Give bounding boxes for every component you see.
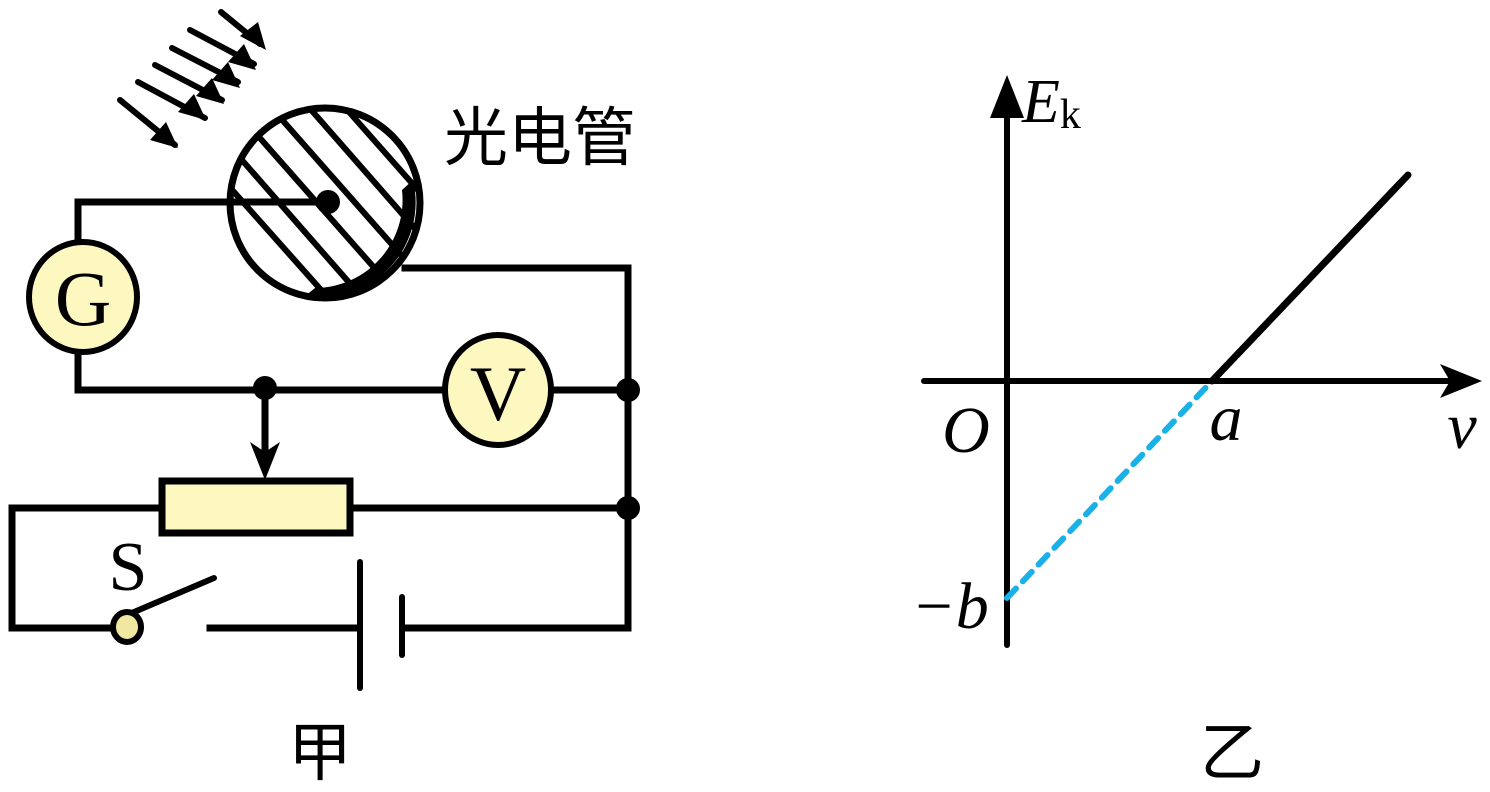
y-intercept-label: −b [911, 570, 989, 643]
galvanometer: G [26, 239, 140, 355]
voltmeter: V [442, 332, 554, 448]
switch-pivot [110, 609, 144, 645]
origin-label: O [942, 394, 990, 467]
circuit-diagram: G V S 光电管 甲 [8, 9, 640, 789]
voltmeter-label: V [470, 350, 526, 437]
x-intercept-label: a [1210, 382, 1243, 455]
switch-label: S [109, 529, 148, 606]
y-axis-label: Ek [1021, 68, 1081, 138]
rheostat [158, 477, 354, 537]
galvanometer-label: G [55, 255, 111, 342]
y-axis-label-main: E [1021, 68, 1060, 136]
light-ray-arrow [117, 97, 178, 148]
light-ray-arrow [187, 27, 257, 70]
ek-line-extension [1004, 378, 1215, 601]
phototube [226, 104, 424, 302]
phototube-label: 光电管 [444, 103, 636, 174]
junction-dot [253, 376, 277, 400]
junction-dot [616, 496, 640, 520]
light-ray-arrow [135, 79, 208, 121]
y-axis-label-subscript: k [1060, 92, 1081, 138]
circuit-wires [8, 198, 632, 632]
light-ray-arrow [152, 62, 225, 104]
light-rays [117, 9, 266, 148]
y-axis-arrow [990, 75, 1024, 118]
phototube-cathode [305, 180, 416, 298]
ek-nu-graph: Ek ν O a −b 乙 [911, 68, 1482, 789]
phototube-hatching [230, 108, 420, 298]
x-axis-label: ν [1447, 390, 1477, 463]
battery [357, 559, 405, 691]
light-ray-arrow [169, 45, 241, 88]
ek-line-solid [1208, 171, 1412, 385]
light-ray-arrow [218, 9, 266, 50]
x-axis-arrow [1440, 364, 1482, 398]
junction-dot [616, 378, 640, 402]
figure-b-caption: 乙 [1200, 718, 1264, 789]
figure-a-caption: 甲 [288, 718, 352, 789]
switch: S [109, 529, 217, 645]
